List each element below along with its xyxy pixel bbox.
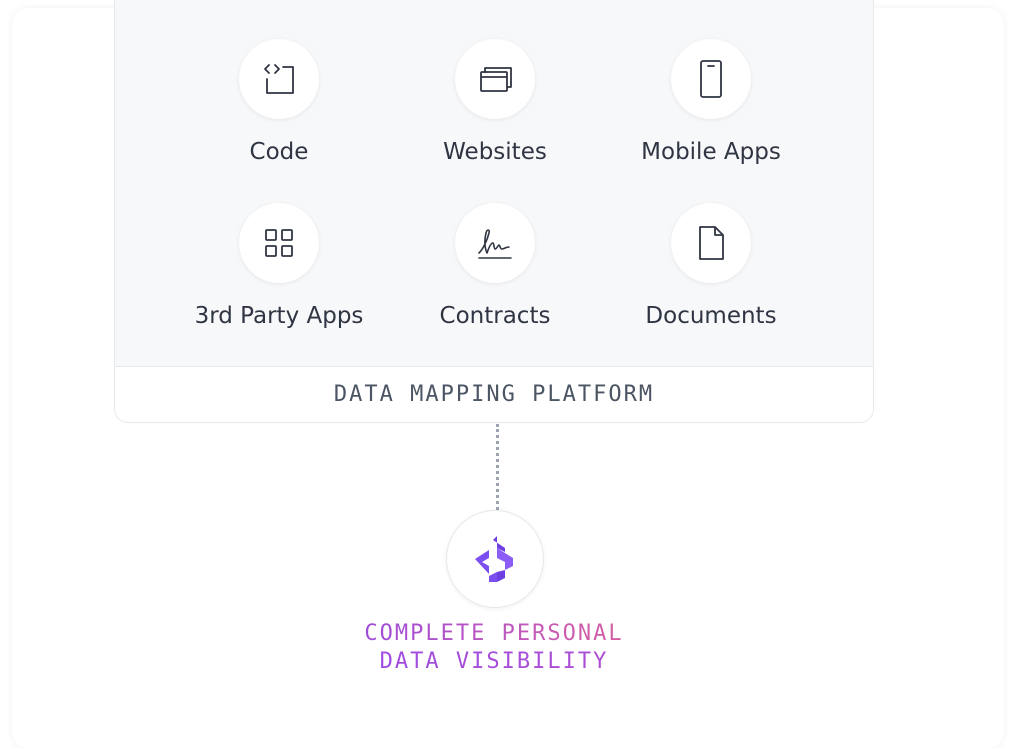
result-line-1: COMPLETE PERSONAL: [294, 620, 694, 648]
data-mapping-platform-panel: Code Websites Mobile Apps: [114, 0, 874, 423]
result-line-2: DATA VISIBILITY: [294, 648, 694, 676]
dotted-connector: [496, 424, 499, 510]
browser-windows-icon: [455, 39, 535, 119]
document-icon: [671, 203, 751, 283]
source-label: Mobile Apps: [641, 139, 781, 165]
source-label: Documents: [645, 303, 777, 329]
source-label: Contracts: [439, 303, 551, 329]
app-grid-icon: [239, 203, 319, 283]
source-websites: Websites: [395, 39, 595, 165]
source-contracts: Contracts: [395, 203, 595, 329]
code-icon: [239, 39, 319, 119]
source-3rd-party-apps: 3rd Party Apps: [179, 203, 379, 329]
platform-label: DATA MAPPING PLATFORM: [333, 382, 655, 407]
mobile-phone-icon: [671, 39, 751, 119]
result-caption: COMPLETE PERSONAL DATA VISIBILITY: [294, 620, 694, 676]
source-documents: Documents: [611, 203, 811, 329]
source-label: Code: [249, 139, 309, 165]
source-label: Websites: [443, 139, 547, 165]
signature-icon: [455, 203, 535, 283]
source-label: 3rd Party Apps: [194, 303, 364, 329]
source-code: Code: [179, 39, 379, 165]
platform-footer: DATA MAPPING PLATFORM: [115, 366, 873, 422]
source-mobile-apps: Mobile Apps: [611, 39, 811, 165]
brand-logo-icon: [446, 510, 544, 608]
